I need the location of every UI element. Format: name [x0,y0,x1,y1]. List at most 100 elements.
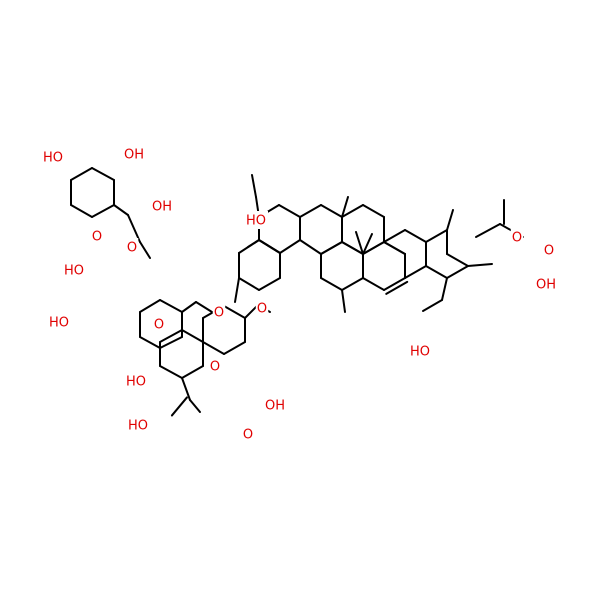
bond [446,253,469,267]
bond [91,204,115,218]
bond [223,341,246,355]
bond [362,204,385,218]
bond [362,241,385,255]
bond [341,241,364,255]
bond [404,265,427,279]
atom-label-background [510,228,524,246]
bond [320,241,343,255]
bond [139,336,161,349]
bond [383,229,406,243]
bond [278,204,301,218]
bond [355,231,364,255]
bond [258,239,281,254]
bond [113,204,129,216]
ring-oxygen-label: O [257,302,267,317]
bond [223,305,246,319]
bond [159,329,183,343]
atom-label-background [50,313,71,331]
bond [446,209,454,231]
hydroxyl-label: HO [43,151,63,166]
ring-oxygen-label: O [92,230,102,245]
carbonyl-oxygen-label: O [544,244,554,259]
bond [385,280,409,295]
bond [181,329,204,343]
linkage-oxygen-label: O [127,241,137,256]
atom-label-background [125,238,139,256]
hydroxyl-label: HO [410,345,430,360]
bond [362,233,373,255]
atom-label-background [65,261,86,279]
bond [170,396,188,417]
bond [425,229,448,243]
atom-label-background [127,372,148,390]
hydroxyl-label: HO [49,316,69,331]
bond [251,174,257,198]
bond [383,277,406,291]
bond [467,263,493,267]
bond [258,277,281,291]
hydroxyl-label: HO [246,214,266,229]
bond [195,301,213,313]
atom-label-background [263,396,284,414]
ester-oxygen-label: O [512,231,522,246]
atom-label-background [212,303,226,321]
hydroxyl-label: OH [265,399,285,414]
atom-label-background [150,197,171,215]
bond [341,277,364,291]
ring-oxygen-label: O [154,318,164,333]
hydroxyl-label: OH [536,278,556,293]
bond [383,241,406,255]
atom-label-layer: O O O O O O O O O OH HO HO HO HO HO OH OH HO HO OH [43,145,556,443]
bond [341,204,364,218]
bond [181,377,191,401]
bond [299,204,322,218]
bond [341,289,346,313]
bond [441,277,448,301]
ring-oxygen-label: O [210,360,220,375]
bond [202,341,225,355]
bond [70,167,93,181]
bond [238,277,260,291]
atom-label-background [542,241,556,259]
bond [70,204,93,218]
atom-label-background [44,148,65,166]
bond [279,239,301,254]
bond [189,399,201,413]
linkage-oxygen-label: O [214,306,224,321]
atom-label-background [152,315,166,333]
atom-label-background [122,145,143,163]
hydroxyl-label: OH [152,200,172,215]
bond [139,241,151,259]
bond [299,239,322,255]
carbonyl-oxygen-label: O [243,428,253,443]
bond [181,301,197,313]
hydroxyl-label: HO [64,264,84,279]
bond [127,214,141,243]
bond [425,265,448,279]
atom-label-background [255,299,269,317]
hydroxyl-label: HO [128,419,148,434]
bond [159,336,183,349]
bond [422,299,443,312]
atom-label-background [247,211,268,229]
atom-label-background [534,275,555,293]
bond [320,204,343,218]
bond [181,365,204,379]
atom-label-background [129,416,150,434]
bond [475,223,501,238]
bond [341,196,349,218]
bond [234,277,240,303]
bond [446,265,469,279]
bond [159,299,183,313]
hydroxyl-label: HO [126,375,146,390]
bond [404,229,427,243]
atom-label-background [411,342,432,360]
hydroxyl-label: OH [124,148,144,163]
atom-label-background [208,357,222,375]
atom-label-background [241,425,255,443]
bond [320,277,343,291]
atom-label-background [90,227,104,245]
bond [247,239,260,248]
bond [91,167,115,181]
